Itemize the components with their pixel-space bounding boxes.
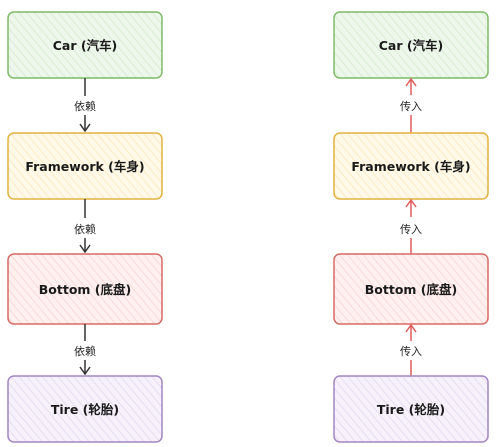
left-box-tire: Tire (轮胎): [7, 375, 163, 443]
right-edge-2: 传入: [400, 198, 422, 254]
right-box-framework: Framework (车身): [333, 132, 489, 200]
left-box-car-label: Car (汽车): [53, 38, 118, 53]
right-edge-3: 传入: [400, 323, 422, 376]
right-box-framework-label: Framework (车身): [351, 159, 470, 174]
right-box-tire: Tire (轮胎): [333, 375, 489, 443]
right-edge-1-label: 传入: [400, 100, 422, 113]
left-edge-1-arrowhead: [79, 123, 91, 133]
right-edge-2-label: 传入: [400, 223, 422, 236]
right-edge-1: 传入: [400, 77, 422, 133]
left-diagram: Car (汽车) 依赖 Framework (车身) 依赖 Bottom (底盘…: [7, 11, 163, 443]
right-edge-2-arrowhead: [405, 198, 417, 208]
right-box-car-label: Car (汽车): [379, 38, 444, 53]
left-box-framework: Framework (车身): [7, 132, 163, 200]
right-box-bottom-label: Bottom (底盘): [365, 282, 457, 297]
left-edge-2-label: 依赖: [74, 223, 96, 236]
right-edge-3-arrowhead: [405, 323, 417, 333]
left-box-tire-label: Tire (轮胎): [51, 402, 119, 417]
right-box-bottom: Bottom (底盘): [333, 253, 489, 325]
left-edge-2-arrowhead: [79, 244, 91, 254]
right-edge-3-label: 传入: [400, 345, 422, 358]
right-box-car: Car (汽车): [333, 11, 489, 79]
right-diagram: Car (汽车) 传入 Framework (车身) 传入 Bottom (底盘…: [333, 11, 489, 443]
left-edge-3-label: 依赖: [74, 345, 96, 358]
left-edge-1-label: 依赖: [74, 100, 96, 113]
right-edge-1-arrowhead: [405, 77, 417, 87]
left-box-car: Car (汽车): [7, 11, 163, 79]
left-box-bottom: Bottom (底盘): [7, 253, 163, 325]
right-box-tire-label: Tire (轮胎): [377, 402, 445, 417]
left-edge-3: 依赖: [74, 324, 96, 376]
left-edge-1: 依赖: [74, 78, 96, 133]
left-edge-3-arrowhead: [79, 366, 91, 376]
left-box-bottom-label: Bottom (底盘): [39, 282, 131, 297]
left-edge-2: 依赖: [74, 199, 96, 254]
left-box-tire-border: [7, 375, 163, 443]
left-box-framework-label: Framework (车身): [25, 159, 144, 174]
right-box-tire-border: [333, 375, 489, 443]
